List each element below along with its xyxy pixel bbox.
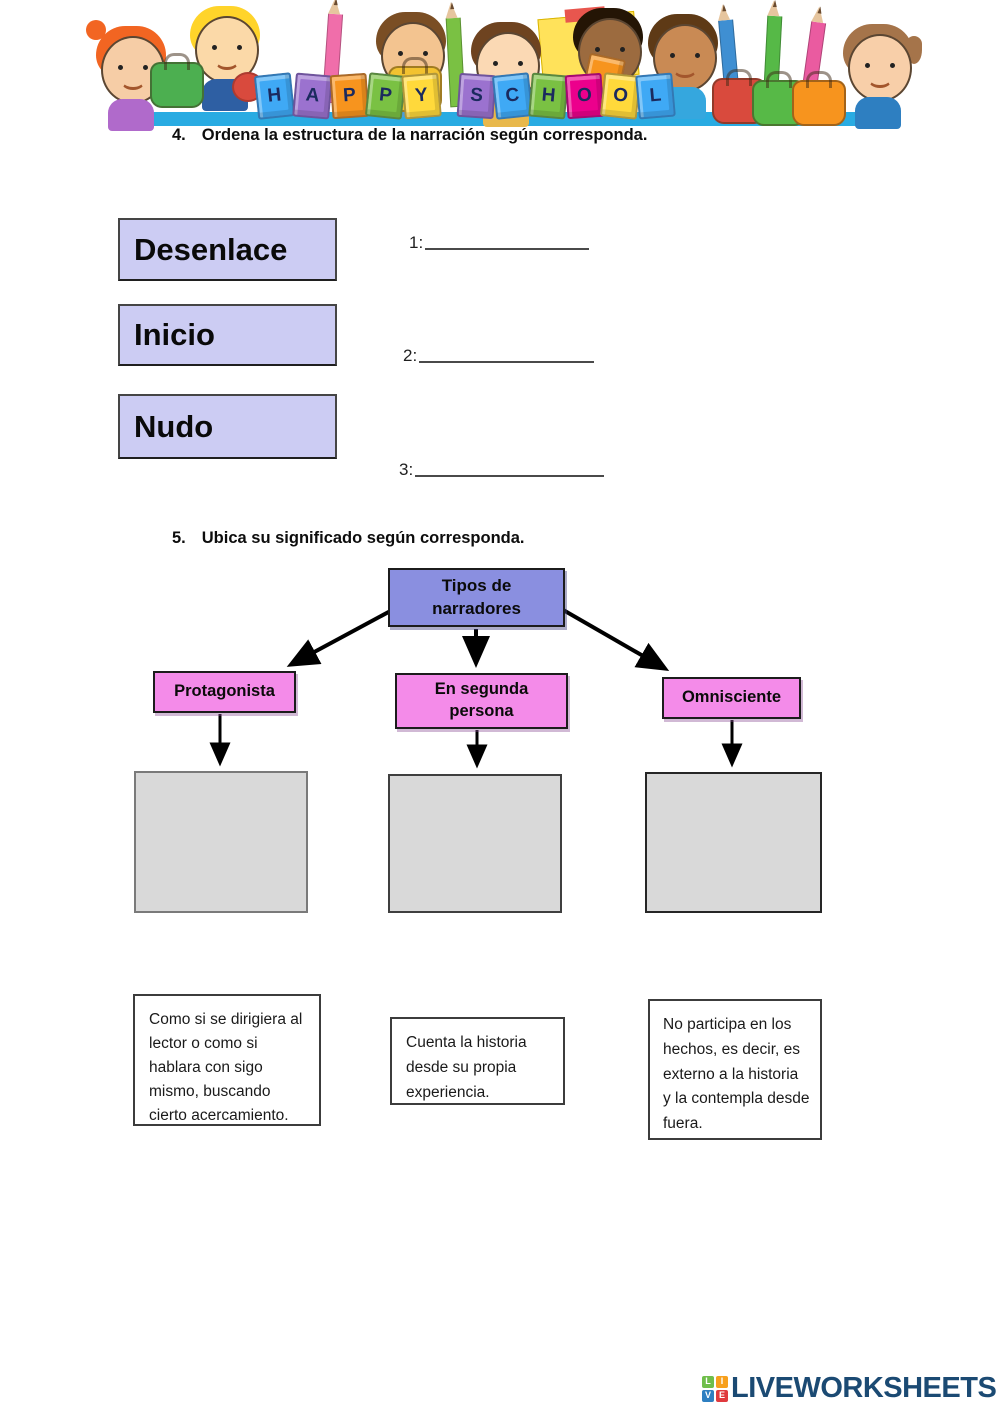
backpack-icon	[792, 71, 846, 126]
question-5-number: 5.	[172, 529, 186, 547]
letter-block: L	[635, 72, 676, 120]
definition-card-3[interactable]: No participa en los hechos, es decir, es…	[648, 999, 822, 1140]
option-label: Desenlace	[134, 231, 288, 267]
liveworksheets-logo-icon: L I V E	[702, 1375, 728, 1402]
liveworksheets-logo[interactable]: L I V E LIVEWORKSHEETS	[702, 1372, 997, 1405]
slot-label: 3:	[399, 460, 414, 479]
answer-line[interactable]	[425, 248, 590, 250]
definition-text: Como si se dirigiera al lector o como si…	[149, 1011, 303, 1125]
arrow-root-to-protagonista	[286, 606, 397, 667]
happy-school-banner: H A P P Y S C H O O L	[86, 6, 925, 131]
dropzone-omnisciente[interactable]	[645, 772, 822, 913]
letter-block: P	[364, 72, 407, 120]
diagram-branch-omnisciente: Omnisciente	[662, 677, 801, 719]
cartoon-kid	[648, 14, 718, 119]
root-label: Tipos de narradores	[432, 576, 521, 618]
option-label: Nudo	[134, 408, 214, 444]
letter-block: S	[456, 72, 497, 120]
letter-block: A	[292, 72, 333, 120]
definition-card-2[interactable]: Cuenta la historia desde su propia exper…	[390, 1017, 565, 1105]
letter-block: H	[253, 72, 296, 120]
option-label: Inicio	[134, 317, 215, 352]
slot-label: 2:	[403, 346, 418, 365]
diagram-branch-protagonista: Protagonista	[153, 671, 296, 713]
definition-text: No participa en los hechos, es decir, es…	[663, 1016, 810, 1133]
definition-card-1[interactable]: Como si se dirigiera al lector o como si…	[133, 994, 321, 1126]
cartoon-kid	[190, 6, 260, 111]
letter-block: C	[491, 72, 534, 120]
question-5-text: Ubica su significado según corresponda.	[201, 529, 525, 547]
diagram-root-tipos-de-narradores: Tipos de narradores	[388, 568, 565, 627]
question-4-text: Ordena la estructura de la narración seg…	[201, 126, 648, 144]
drag-option-desenlace[interactable]: Desenlace	[118, 218, 337, 281]
drag-option-inicio[interactable]: Inicio	[118, 304, 337, 366]
question-5-title: 5. Ubica su significado según correspond…	[172, 529, 525, 548]
logo-square-i: I	[716, 1375, 728, 1388]
answer-line[interactable]	[419, 361, 595, 363]
logo-square-l: L	[702, 1375, 714, 1388]
slot-label: 1:	[409, 233, 424, 252]
answer-slot-1[interactable]: 1:	[409, 231, 590, 253]
liveworksheets-wordmark: LIVEWORKSHEETS	[731, 1372, 997, 1404]
logo-square-v: V	[702, 1389, 714, 1402]
definition-text: Cuenta la historia desde su propia exper…	[406, 1034, 527, 1102]
diagram-branch-segunda-persona: En segunda persona	[395, 673, 568, 729]
question-4-number: 4.	[172, 126, 186, 144]
logo-square-e: E	[716, 1389, 728, 1402]
answer-slot-2[interactable]: 2:	[403, 344, 595, 366]
cartoon-kid	[843, 24, 922, 129]
backpack-icon	[150, 53, 204, 108]
branch-label: Protagonista	[174, 682, 275, 701]
question-4-title: 4. Ordena la estructura de la narración …	[172, 126, 647, 145]
branch-label: Omnisciente	[681, 688, 782, 707]
letter-block: H	[528, 72, 569, 120]
dropzone-segunda-persona[interactable]	[388, 774, 562, 913]
letter-block: P	[329, 72, 370, 120]
letter-block: Y	[401, 72, 442, 120]
answer-slot-3[interactable]: 3:	[399, 458, 605, 480]
branch-label: En segunda persona	[434, 680, 529, 720]
drag-option-nudo[interactable]: Nudo	[118, 394, 337, 459]
dropzone-protagonista[interactable]	[134, 771, 308, 913]
answer-line[interactable]	[415, 475, 605, 477]
arrow-root-to-omnisciente	[557, 605, 670, 671]
letter-block: O	[564, 72, 605, 120]
